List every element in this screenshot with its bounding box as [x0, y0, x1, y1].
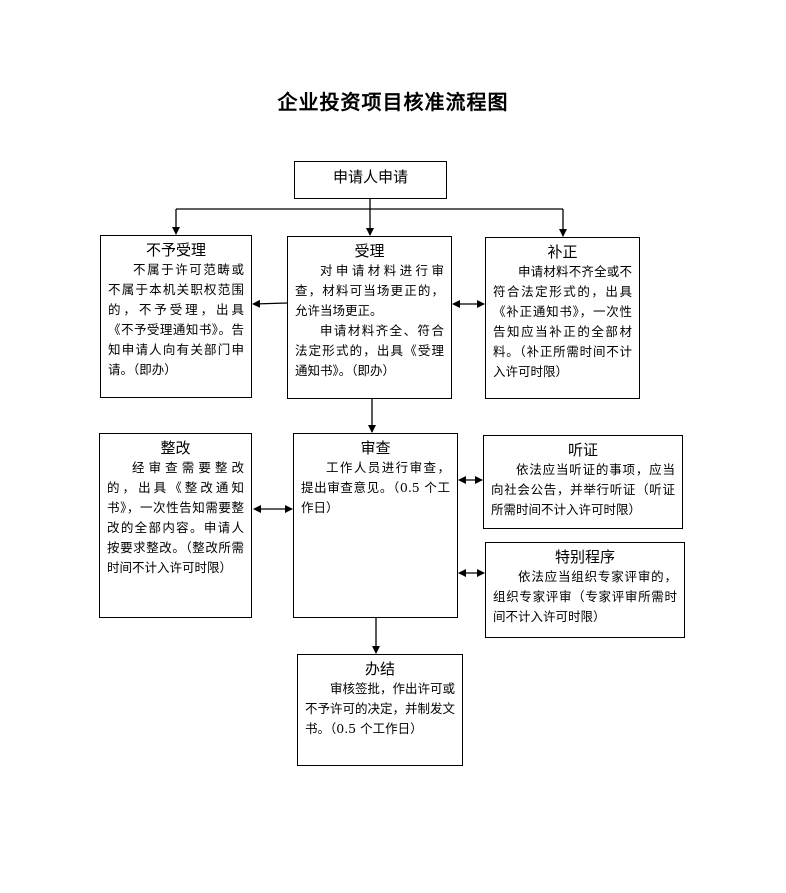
node-apply-heading: 申请人申请 [332, 168, 408, 186]
node-rectify-heading: 整改 [160, 439, 191, 457]
node-accept-text-2: 申请材料齐全、符合法定形式的，出具《受理通知书》。（即办） [295, 323, 444, 378]
node-reject: 不予受理 不属于许可范畴或不属于本机关职权范围的，不予受理，出具《不予受理通知书… [100, 235, 252, 398]
node-review-heading: 审查 [360, 439, 391, 457]
node-finish-heading: 办结 [364, 660, 395, 678]
node-special-text: 依法应当组织专家评审的，组织专家评审（专家评审所需时间不计入许可时限） [493, 569, 677, 624]
node-accept-heading: 受理 [354, 242, 385, 260]
node-supplement: 补正 申请材料不齐全或不符合法定形式的，出具《补正通知书》，一次性告知应当补正的… [485, 237, 640, 399]
node-finish-text: 审核签批，作出许可或不予许可的决定，并制发文书。（0.5 个工作日） [305, 681, 456, 736]
node-reject-heading: 不予受理 [145, 241, 206, 259]
node-review: 审查 工作人员进行审查，提出审查意见。（0.5 个工作日） [293, 433, 458, 618]
node-finish: 办结 审核签批，作出许可或不予许可的决定，并制发文书。（0.5 个工作日） [297, 654, 463, 766]
diagram-title: 企业投资项目核准流程图 [277, 90, 509, 114]
node-supplement-heading: 补正 [547, 243, 578, 261]
node-hearing-heading: 听证 [567, 441, 598, 459]
node-hearing: 听证 依法应当听证的事项，应当向社会公告，并举行听证（听证所需时间不计入许可时限… [483, 435, 683, 529]
node-accept: 受理 对申请材料进行审查，材料可当场更正的，允许当场更正。 申请材料齐全、符合法… [287, 236, 452, 399]
node-reject-text: 不属于许可范畴或不属于本机关职权范围的，不予受理，出具《不予受理通知书》。告知申… [108, 262, 244, 377]
connector-accept-reject [252, 299, 288, 308]
node-rectify-text: 经审查需要整改的，出具《整改通知书》，一次性告知需要整改的全部内容。申请人按要求… [107, 460, 244, 575]
node-rectify: 整改 经审查需要整改的，出具《整改通知书》，一次性告知需要整改的全部内容。申请人… [99, 433, 252, 618]
node-special-heading: 特别程序 [554, 548, 615, 566]
node-special: 特别程序 依法应当组织专家评审的，组织专家评审（专家评审所需时间不计入许可时限） [485, 542, 685, 638]
node-accept-text-1: 对申请材料进行审查，材料可当场更正的，允许当场更正。 [295, 263, 444, 318]
node-hearing-text: 依法应当听证的事项，应当向社会公告，并举行听证（听证所需时间不计入许可时限） [491, 462, 675, 517]
node-apply: 申请人申请 [294, 161, 447, 199]
node-supplement-text: 申请材料不齐全或不符合法定形式的，出具《补正通知书》，一次性告知应当补正的全部材… [493, 264, 632, 379]
node-review-text: 工作人员进行审查，提出审查意见。（0.5 个工作日） [301, 460, 450, 515]
